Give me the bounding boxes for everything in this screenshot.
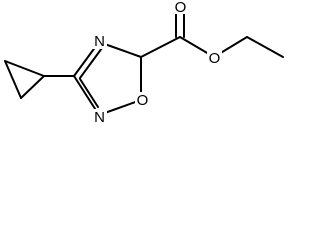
bond-n2-c3	[73, 75, 100, 116]
bond-c5-carbonyl	[140, 36, 181, 58]
atom-label-ester-o: O	[209, 50, 221, 67]
molecule-structure: N O N O O	[4, 0, 284, 126]
atom-label-ring-o: O	[137, 92, 149, 109]
atom-label-ring-n-bottom: N	[94, 109, 105, 126]
bond-cyclopropyl-1	[4, 60, 22, 99]
atom-labels: N O N O O	[92, 0, 222, 126]
bond-c3-n4-double	[79, 47, 103, 79]
bond-ch2-ch3	[246, 36, 284, 58]
label-bg-ring-n-top	[92, 33, 107, 49]
label-bg-ring-o	[135, 92, 150, 108]
atom-label-carbonyl-o: O	[175, 0, 187, 16]
label-bg-carbonyl-o	[173, 0, 188, 14]
label-bg-ester-o	[207, 50, 222, 66]
label-bg-ring-n-bottom	[92, 109, 107, 125]
cyclopropyl-group	[4, 60, 75, 99]
bond-cyclopropyl-2	[20, 75, 45, 99]
atom-label-ring-n-top: N	[94, 33, 105, 50]
oxadiazole-ring	[73, 41, 142, 116]
bond-n2-c3-double	[79, 78, 99, 108]
bond-cyclopropyl-3	[4, 60, 45, 77]
